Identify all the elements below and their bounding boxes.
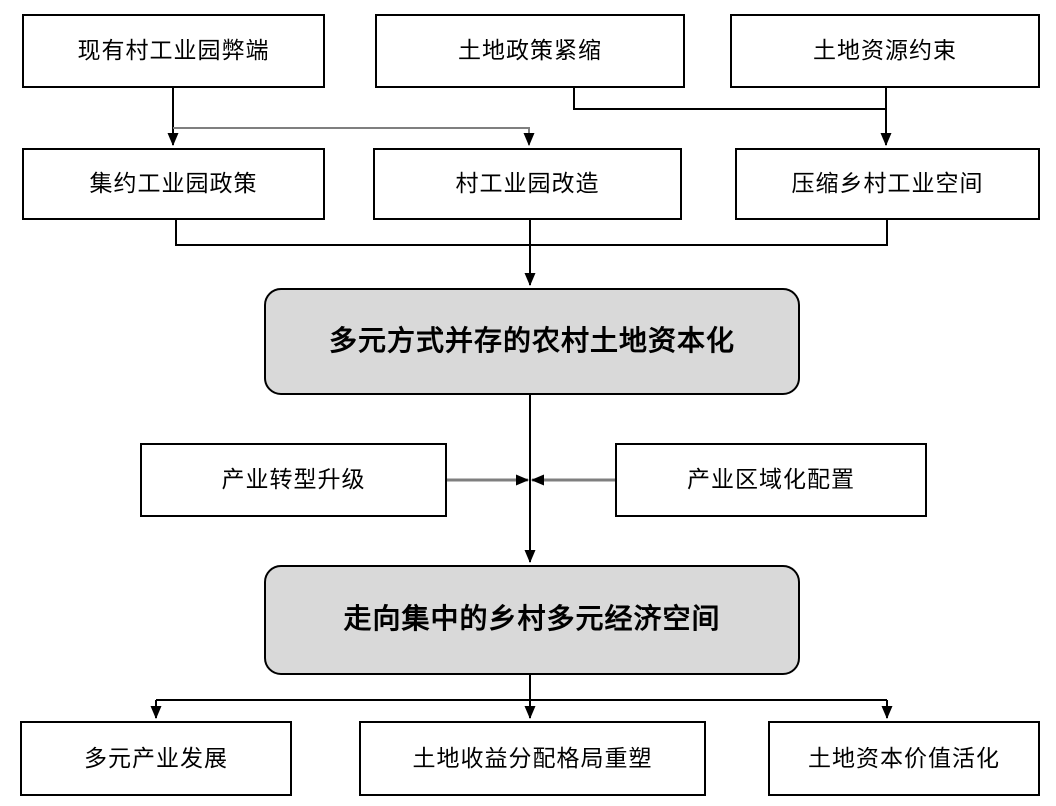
- node-land-income-distribution-reshape: 土地收益分配格局重塑: [359, 721, 706, 796]
- node-village-park-renovation: 村工业园改造: [373, 148, 682, 220]
- node-label: 村工业园改造: [455, 171, 600, 197]
- node-label: 现有村工业园弊端: [77, 38, 270, 64]
- node-label: 土地资源约束: [813, 38, 957, 64]
- node-land-resource-constraint: 土地资源约束: [730, 14, 1040, 88]
- node-existing-park-drawbacks: 现有村工业园弊端: [22, 14, 325, 88]
- node-compress-rural-industrial-space: 压缩乡村工业空间: [735, 148, 1040, 220]
- node-land-policy-tightening: 土地政策紧缩: [375, 14, 685, 88]
- node-label: 土地收益分配格局重塑: [412, 745, 653, 771]
- connector-drawbacks-to-renovation: [173, 127, 535, 146]
- node-land-capital-value-activation: 土地资本价值活化: [768, 721, 1040, 796]
- connector-intensive-policy-merge: [175, 220, 529, 246]
- node-diversified-land-capitalization: 多元方式并存的农村土地资本化: [264, 288, 800, 395]
- node-label: 土地政策紧缩: [458, 38, 602, 64]
- node-label: 多元方式并存的农村土地资本化: [328, 325, 735, 357]
- node-label: 产业区域化配置: [687, 467, 855, 493]
- node-industrial-transformation-upgrade: 产业转型升级: [140, 443, 447, 517]
- node-label: 产业转型升级: [221, 467, 366, 493]
- node-diversified-industry-development: 多元产业发展: [20, 721, 292, 796]
- node-label: 集约工业园政策: [89, 171, 258, 197]
- node-label: 多元产业发展: [84, 745, 228, 771]
- node-intensive-park-policy: 集约工业园政策: [22, 148, 325, 220]
- connector-policy-tightening-join: [573, 88, 886, 110]
- node-centralized-rural-economic-space: 走向集中的乡村多元经济空间: [264, 565, 800, 675]
- node-industrial-regional-allocation: 产业区域化配置: [615, 443, 927, 517]
- node-label: 土地资本价值活化: [808, 745, 1000, 771]
- node-label: 压缩乡村工业空间: [791, 171, 984, 197]
- node-label: 走向集中的乡村多元经济空间: [343, 604, 721, 636]
- connector-compress-merge: [531, 220, 888, 246]
